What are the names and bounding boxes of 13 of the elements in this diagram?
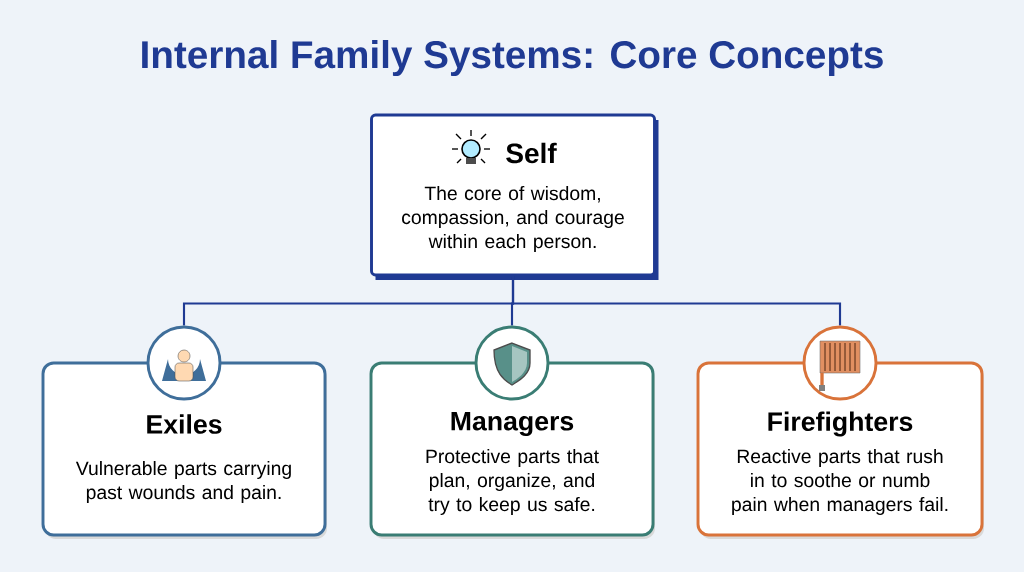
title: Internal Family Systems: Core Concepts — [142, 40, 883, 77]
concept-card — [370, 113, 659, 280]
card-description: Reactive parts that rush in to soothe or numb pain when managers fail. — [732, 449, 948, 515]
card-title: Managers — [451, 412, 574, 436]
card-title: Exiles — [147, 414, 222, 434]
concept-card — [369, 361, 655, 539]
card-description: Vulnerable parts carrying past wounds and pain. — [75, 461, 291, 503]
card-title: Self — [506, 142, 557, 164]
card-description: Protective parts that plan, organize, and try to keep us safe. — [426, 449, 599, 515]
card-description: The core of wisdom, compassion, and courage within each person. — [402, 186, 624, 252]
card-title: Firefighters — [768, 411, 913, 437]
concept-card — [696, 361, 984, 539]
concept-card — [41, 361, 327, 539]
